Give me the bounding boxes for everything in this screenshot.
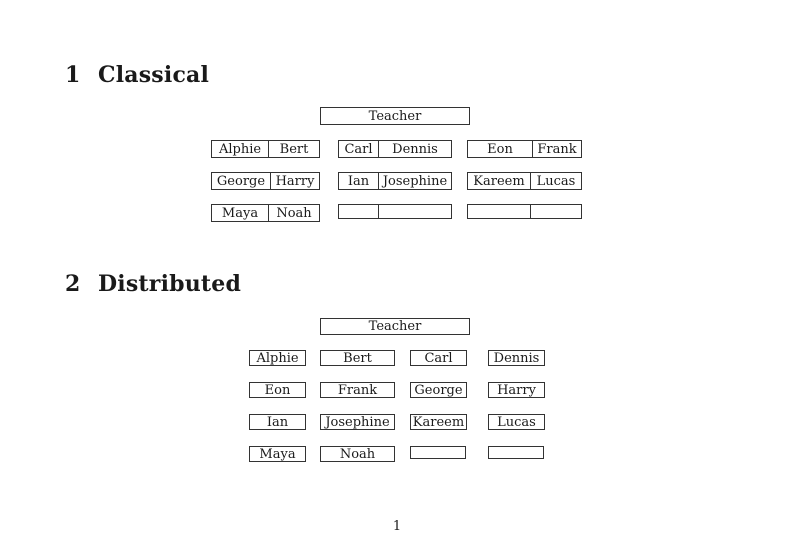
desk-cell: Dennis <box>392 141 438 157</box>
desk-cell: Eon <box>468 141 533 157</box>
section-heading-classical: 1 Classical <box>65 62 209 88</box>
desk-pair: Carl Dennis <box>338 140 452 158</box>
desk-cell: Carl <box>339 141 379 157</box>
desk-pair: Alphie Bert <box>211 140 320 158</box>
desk-cell: Bert <box>279 141 309 157</box>
desk-cell: Josephine <box>382 173 448 189</box>
desk-box: Harry <box>488 382 545 398</box>
desk-cell: George <box>212 173 271 189</box>
desk-cell <box>531 205 581 218</box>
desk-cell <box>468 205 531 218</box>
desk-box: Dennis <box>488 350 545 366</box>
desk-pair-empty <box>338 204 452 219</box>
desk-box: Bert <box>320 350 395 366</box>
section-title: Distributed <box>98 271 242 297</box>
desk-box: Frank <box>320 382 395 398</box>
desk-box: Josephine <box>320 414 395 430</box>
desk-pair: Kareem Lucas <box>467 172 582 190</box>
teacher-box-distributed: Teacher <box>320 318 470 335</box>
desk-pair: Eon Frank <box>467 140 582 158</box>
desk-box: Maya <box>249 446 306 462</box>
desk-pair: Ian Josephine <box>338 172 452 190</box>
desk-pair: Maya Noah <box>211 204 320 222</box>
desk-cell: Kareem <box>468 173 531 189</box>
teacher-box-classical: Teacher <box>320 107 470 125</box>
desk-cell: Lucas <box>536 173 576 189</box>
desk-cell: Maya <box>212 205 269 221</box>
section-number: 1 <box>65 62 81 88</box>
desk-box: Eon <box>249 382 306 398</box>
desk-pair: George Harry <box>211 172 320 190</box>
desk-box: Kareem <box>410 414 467 430</box>
desk-cell: Noah <box>276 205 312 221</box>
page-number: 1 <box>392 519 402 534</box>
section-number: 2 <box>65 271 81 297</box>
desk-cell: Harry <box>275 173 315 189</box>
desk-box: Noah <box>320 446 395 462</box>
desk-cell <box>339 205 379 218</box>
desk-cell: Ian <box>339 173 379 189</box>
desk-cell: Alphie <box>212 141 269 157</box>
desk-box: Ian <box>249 414 306 430</box>
desk-cell: Frank <box>537 141 577 157</box>
desk-box: Carl <box>410 350 467 366</box>
desk-box: George <box>410 382 467 398</box>
section-heading-distributed: 2 Distributed <box>65 271 241 297</box>
section-title: Classical <box>98 62 210 88</box>
desk-box-empty <box>488 446 544 459</box>
desk-box-empty <box>410 446 466 459</box>
desk-cell <box>379 205 451 218</box>
desk-box: Alphie <box>249 350 306 366</box>
desk-pair-empty <box>467 204 582 219</box>
desk-box: Lucas <box>488 414 545 430</box>
